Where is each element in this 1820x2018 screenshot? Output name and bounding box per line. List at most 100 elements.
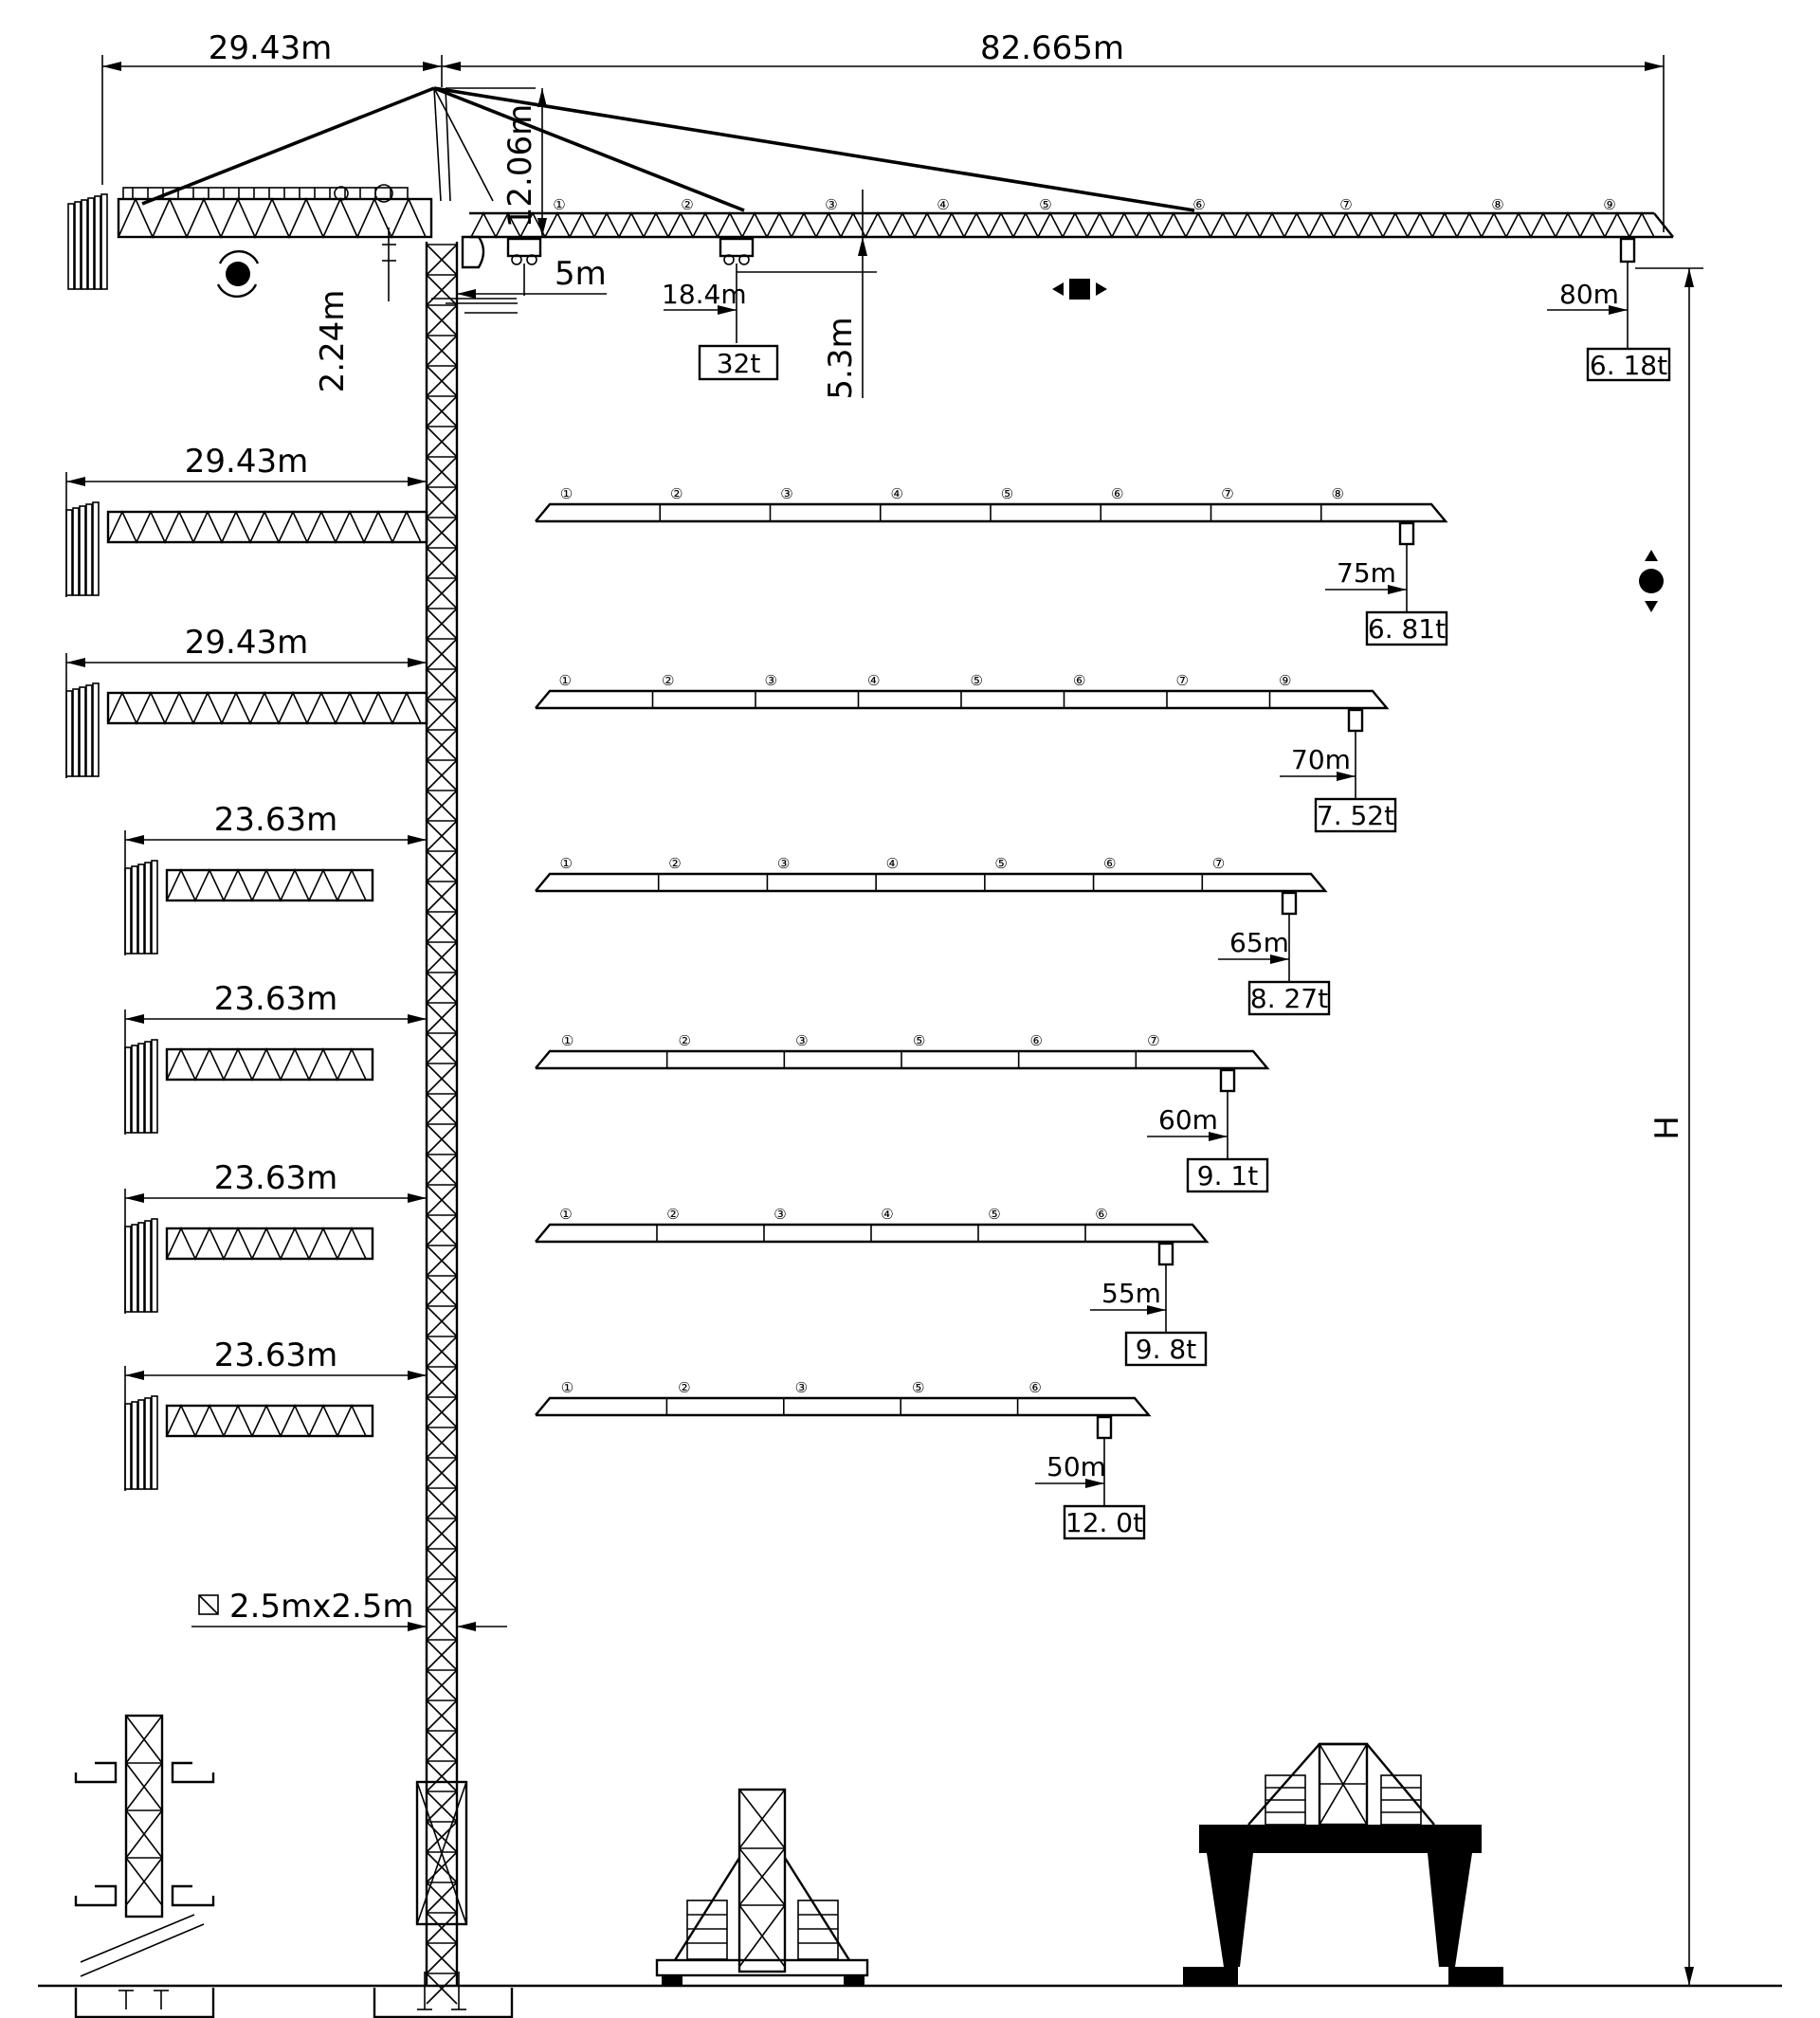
load-box bbox=[1247, 980, 1331, 1016]
jib-segment-number: ⑤ bbox=[971, 672, 983, 689]
jib-segment-number: ② bbox=[666, 1206, 679, 1223]
base-foundation-left bbox=[74, 1914, 215, 2018]
jib-segment-number: ① bbox=[561, 1379, 573, 1396]
top-jib-segment-number: ④ bbox=[937, 196, 949, 213]
jib-load: 6. 81t bbox=[1368, 613, 1446, 645]
jib-segment-number: ⑦ bbox=[1221, 485, 1233, 502]
jib-segment-number: ② bbox=[678, 1032, 690, 1049]
mast-section-label: 2.5mx2.5m bbox=[191, 1588, 507, 1631]
hoist-icon bbox=[1639, 550, 1664, 612]
counter-jib-length: 29.43m bbox=[185, 443, 308, 481]
top-jib-segment-number: ⑨ bbox=[1603, 196, 1615, 213]
jib-segment-number: ③ bbox=[777, 855, 790, 872]
jib-segment-number: ① bbox=[560, 485, 573, 502]
load-box bbox=[1063, 1504, 1146, 1540]
pivot-offset: 2.24m bbox=[314, 290, 352, 393]
jib-segment-number: ② bbox=[678, 1379, 690, 1396]
base-foundation-mast bbox=[373, 1972, 514, 2018]
jib-segment-number: ⑤ bbox=[988, 1206, 1000, 1223]
top-dimensions: 29.43m 82.665m bbox=[101, 29, 1665, 232]
jib-segment-number: ⑨ bbox=[1279, 672, 1291, 689]
jib-segment-number: ④ bbox=[867, 672, 880, 689]
jib-depth: 5.3m bbox=[822, 317, 860, 399]
jib-segment-number: ⑤ bbox=[1001, 485, 1013, 502]
counter-jib-config: 23.63m bbox=[124, 1159, 427, 1314]
top-jib-segment-number: ⑧ bbox=[1491, 196, 1503, 213]
jib-radius: 65m bbox=[1229, 927, 1289, 958]
top-jib-segment-number: ② bbox=[681, 196, 693, 213]
hook-block bbox=[1096, 1415, 1113, 1440]
jib-segment-number: ⑥ bbox=[1029, 1032, 1042, 1049]
tip-load: 6. 18t bbox=[1590, 350, 1667, 381]
portal-gantry bbox=[1183, 1742, 1503, 1986]
hook-block bbox=[1219, 1068, 1236, 1093]
hook-block bbox=[1281, 891, 1298, 916]
hook-block bbox=[1347, 708, 1364, 733]
jib-segment-number: ⑦ bbox=[1147, 1032, 1159, 1049]
load-box bbox=[1124, 1331, 1208, 1367]
jib-segment-number: ④ bbox=[886, 855, 899, 872]
jib-segment-number: ⑥ bbox=[1095, 1206, 1107, 1223]
hook-block bbox=[1157, 1242, 1174, 1266]
top-jib-segment-number: ① bbox=[553, 196, 565, 213]
mast-section-size: 2.5mx2.5m bbox=[229, 1588, 414, 1626]
height-dimension: H bbox=[1635, 267, 1703, 1986]
load-box bbox=[1186, 1157, 1269, 1193]
jib-segment-number: ⑥ bbox=[1028, 1379, 1041, 1396]
top-jib-segment-number: ③ bbox=[825, 196, 837, 213]
height-label: H bbox=[1648, 1116, 1686, 1140]
jib-segment-number: ① bbox=[559, 672, 572, 689]
counter-jib-configurations: 29.43m 29.43m 23.63m 23.63m 23.63m 23.63m bbox=[65, 443, 428, 1491]
max-load: 32t bbox=[717, 348, 761, 379]
jib-segment-number: ③ bbox=[795, 1379, 808, 1396]
jib-segment-number: ⑥ bbox=[1103, 855, 1116, 872]
jib-segment-number: ③ bbox=[774, 1206, 786, 1223]
jib-load: 9. 8t bbox=[1136, 1334, 1196, 1365]
jib-config: ① ② ③ ⑤ ⑥ 50m 12. 0t bbox=[535, 1379, 1152, 1540]
counter-jib-dimension: 29.43m bbox=[209, 29, 332, 67]
jib-segment-number: ④ bbox=[881, 1206, 893, 1223]
jib-segment-number: ⑦ bbox=[1176, 672, 1189, 689]
jib-segment-number: ① bbox=[559, 1206, 572, 1223]
counter-jib-config: 29.43m bbox=[65, 443, 428, 597]
jib-load: 8. 27t bbox=[1250, 983, 1328, 1014]
trolley-offset: 5m bbox=[555, 255, 607, 293]
jib-segment-number: ④ bbox=[890, 485, 902, 502]
jib-radius: 75m bbox=[1337, 557, 1396, 589]
jib-load: 12. 0t bbox=[1065, 1507, 1143, 1538]
jib-segment-number: ⑤ bbox=[913, 1032, 925, 1049]
jib-segment-number: ③ bbox=[765, 672, 777, 689]
top-jib-segment-number: ⑥ bbox=[1192, 196, 1205, 213]
max-load-radius: 18.4m bbox=[662, 279, 747, 310]
jib-segment-number: ② bbox=[662, 672, 674, 689]
jib-segment-number: ⑤ bbox=[912, 1379, 924, 1396]
jib-load: 9. 1t bbox=[1197, 1160, 1258, 1191]
jib-segment-number: ① bbox=[559, 855, 572, 872]
tower-head-height: 12.06m bbox=[501, 104, 539, 227]
jib-segment-number: ③ bbox=[795, 1032, 808, 1049]
tower-mast bbox=[415, 242, 468, 2005]
top-jib-segment-number: ⑤ bbox=[1039, 196, 1051, 213]
jib-segment-number: ③ bbox=[780, 485, 792, 502]
counter-jib-config: 23.63m bbox=[124, 1336, 427, 1491]
jib-radius: 50m bbox=[1046, 1451, 1106, 1482]
jib-length-dimension: 82.665m bbox=[980, 29, 1124, 67]
jib-radius: 70m bbox=[1291, 744, 1351, 775]
load-box bbox=[1314, 797, 1397, 833]
counter-jib-length: 29.43m bbox=[185, 624, 308, 662]
counter-jib-config: 23.63m bbox=[124, 801, 427, 955]
jib-segment-number: ② bbox=[668, 855, 681, 872]
jib-segment-number: ② bbox=[670, 485, 682, 502]
climbing-frame-detail bbox=[74, 1714, 215, 1918]
counter-jib-config: 23.63m bbox=[124, 980, 427, 1135]
assembly-stand bbox=[655, 1788, 869, 1985]
jib-segment-number: ⑥ bbox=[1111, 485, 1123, 502]
jib-load: 7. 52t bbox=[1317, 800, 1394, 831]
slewing-icon bbox=[216, 250, 260, 298]
